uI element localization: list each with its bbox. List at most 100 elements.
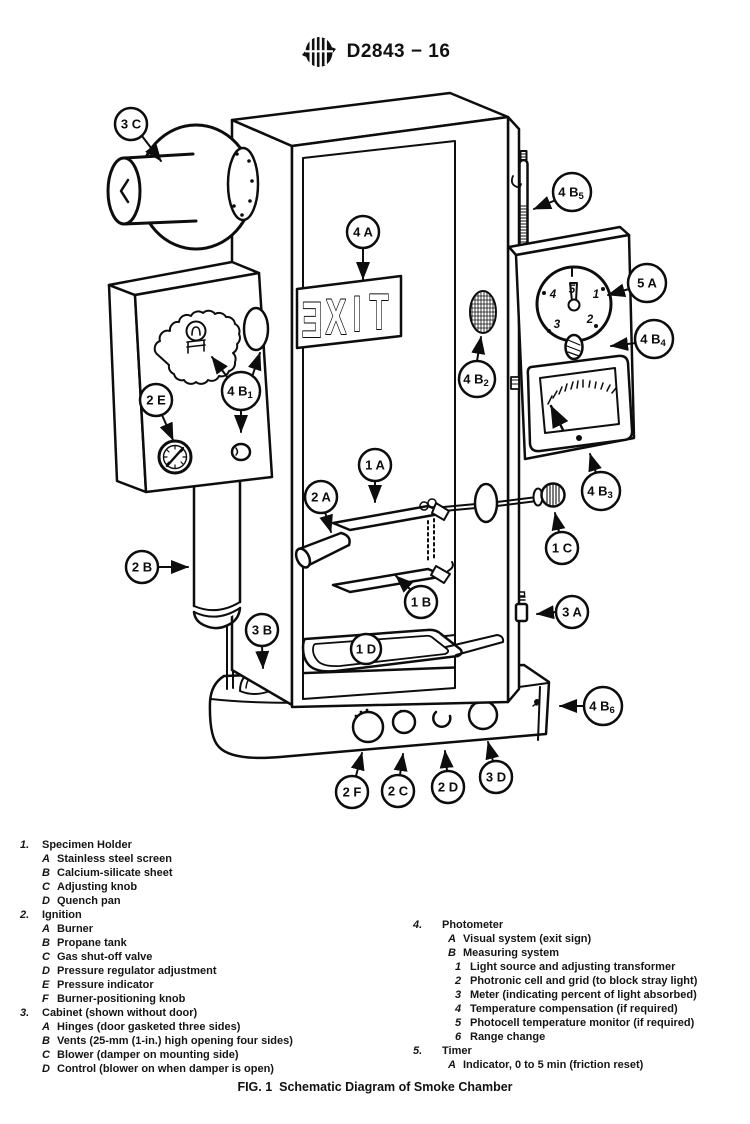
timer-dial: 1 2 3 4 5	[535, 265, 613, 361]
callout-4b6: 4 B6	[559, 685, 624, 727]
callout-2d: 2 D	[430, 750, 466, 805]
gas-shutoff-valve	[391, 709, 417, 735]
svg-text:4 B6: 4 B6	[589, 699, 615, 717]
callout-1d: 1 D	[349, 632, 383, 666]
doc-header: D2843 − 16	[0, 34, 750, 70]
callout-3d: 3 D	[478, 741, 514, 795]
svg-text:3 A: 3 A	[562, 605, 582, 620]
exit-letter-i: I	[353, 285, 362, 341]
svg-text:3 B: 3 B	[252, 623, 272, 638]
exit-letter-e: E	[302, 291, 323, 347]
legend-item: 2.Ignition	[20, 909, 82, 921]
dial-number-3: 3	[554, 319, 561, 331]
smoke-chamber-diagram: E X I T	[106, 91, 675, 810]
svg-text:4 B3: 4 B3	[587, 484, 613, 502]
svg-text:2 C: 2 C	[388, 784, 409, 799]
propane-tank	[192, 474, 242, 630]
dial-number-4: 4	[549, 289, 557, 301]
callout-1a: 1 A	[357, 447, 393, 503]
callout-2c: 2 C	[380, 753, 416, 809]
burner	[294, 531, 351, 569]
svg-text:2 D: 2 D	[438, 780, 458, 795]
light-source-bulb	[185, 320, 207, 354]
doc-code: D2843 − 16	[346, 41, 451, 62]
svg-text:3 D: 3 D	[486, 770, 506, 785]
svg-text:2 E: 2 E	[146, 393, 166, 408]
exit-letter-t: T	[370, 283, 389, 339]
legend-item: 3.Cabinet (shown without door)	[20, 1007, 198, 1019]
callout-2f: 2 F	[334, 752, 370, 810]
dial-number-2: 2	[586, 314, 594, 326]
burner-positioning-knob	[351, 708, 385, 744]
pressure-gauge	[157, 439, 193, 475]
blower	[106, 123, 260, 251]
callout-4b3: 4 B3	[580, 453, 622, 512]
svg-text:1 A: 1 A	[365, 458, 385, 473]
svg-text:2 A: 2 A	[311, 490, 331, 505]
exit-letter-x: X	[326, 288, 347, 344]
svg-text:5 A: 5 A	[637, 276, 657, 291]
svg-text:1 D: 1 D	[356, 642, 376, 657]
callout-3a: 3 A	[536, 594, 590, 630]
legend-item: 1.Specimen Holder	[20, 839, 132, 851]
callout-3c: 3 C	[113, 106, 162, 162]
svg-text:4 B5: 4 B5	[558, 185, 584, 203]
callout-4b2: 4 B2	[457, 336, 497, 399]
photronic-cell-grid	[469, 290, 497, 334]
astm-logo-icon	[301, 37, 336, 67]
svg-text:4 B1: 4 B1	[227, 384, 253, 402]
vent-latch	[514, 591, 529, 623]
callout-3b: 3 B	[244, 612, 280, 669]
legend-item: 4.Photometer	[413, 919, 504, 931]
photometer-meter	[526, 354, 634, 453]
callout-5a: 5 A	[607, 262, 668, 304]
figure-caption: FIG. 1 Schematic Diagram of Smoke Chambe…	[237, 1080, 513, 1094]
panel-knob	[230, 442, 252, 462]
callout-2e: 2 E	[138, 382, 174, 441]
callouts: 3 C 4 B5 4 A 5 A 4 B4 4 B2 4 B1 2 E 4 B3…	[113, 106, 675, 810]
lens	[242, 306, 270, 352]
svg-text:3 C: 3 C	[121, 117, 142, 132]
callout-4b4: 4 B4	[610, 318, 675, 360]
blower-flange	[226, 146, 260, 222]
svg-text:2 F: 2 F	[343, 785, 362, 800]
exit-sign: E X I T	[295, 274, 403, 350]
adjusting-knob	[532, 482, 566, 508]
svg-text:4 A: 4 A	[353, 225, 373, 240]
rod-port	[473, 482, 499, 524]
cabinet	[230, 91, 521, 709]
quench-pan	[301, 628, 505, 673]
svg-text:1 B: 1 B	[411, 595, 431, 610]
dial-number-1: 1	[593, 289, 599, 301]
pressure-regulator-adjustment	[432, 710, 452, 728]
callout-1b: 1 B	[395, 575, 439, 620]
range-change-button	[532, 699, 540, 707]
dial-number-5: 5	[569, 284, 576, 296]
callout-1c: 1 C	[544, 512, 580, 566]
svg-text:4 B4: 4 B4	[640, 332, 666, 350]
